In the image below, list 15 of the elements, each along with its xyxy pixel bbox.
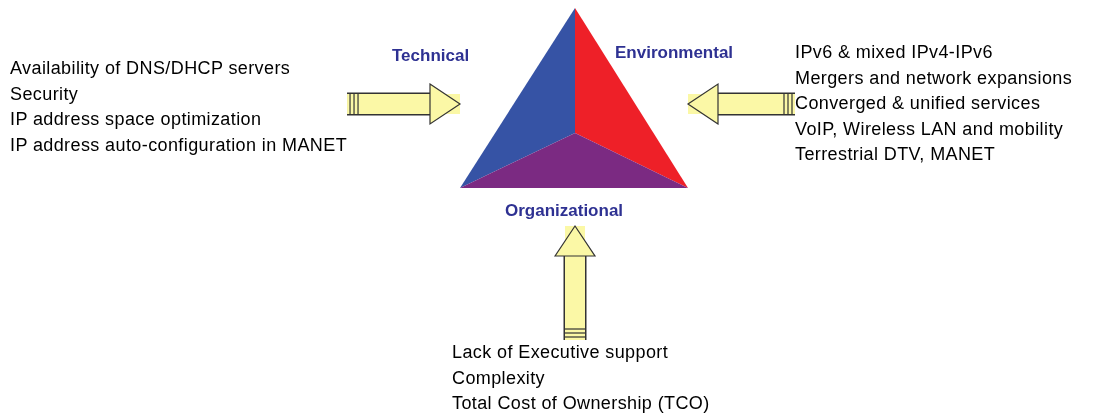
face-label: Organizational xyxy=(505,201,624,221)
list-item: Security xyxy=(10,82,79,106)
list-item: Total Cost of Ownership (TCO) xyxy=(452,392,710,415)
list-item: Terrestrial DTV, MANET xyxy=(795,143,996,166)
face-label: Technical xyxy=(392,46,470,66)
list-item: Complexity xyxy=(452,366,546,390)
list-item: IP address auto-configuration in MANET xyxy=(10,133,348,157)
list-item: Lack of Executive support xyxy=(452,341,669,364)
list-item: IP address space optimization xyxy=(10,108,262,131)
face-label: Environmental xyxy=(615,43,734,63)
list-item: IPv6 & mixed IPv4-IPv6 xyxy=(795,41,993,64)
list-item: Availability of DNS/DHCP servers xyxy=(10,57,291,80)
list-item: Converged & unified services xyxy=(795,92,1041,115)
list-item: VoIP, Wireless LAN and mobility xyxy=(795,117,1064,141)
list-item: Mergers and network expansions xyxy=(795,66,1073,90)
